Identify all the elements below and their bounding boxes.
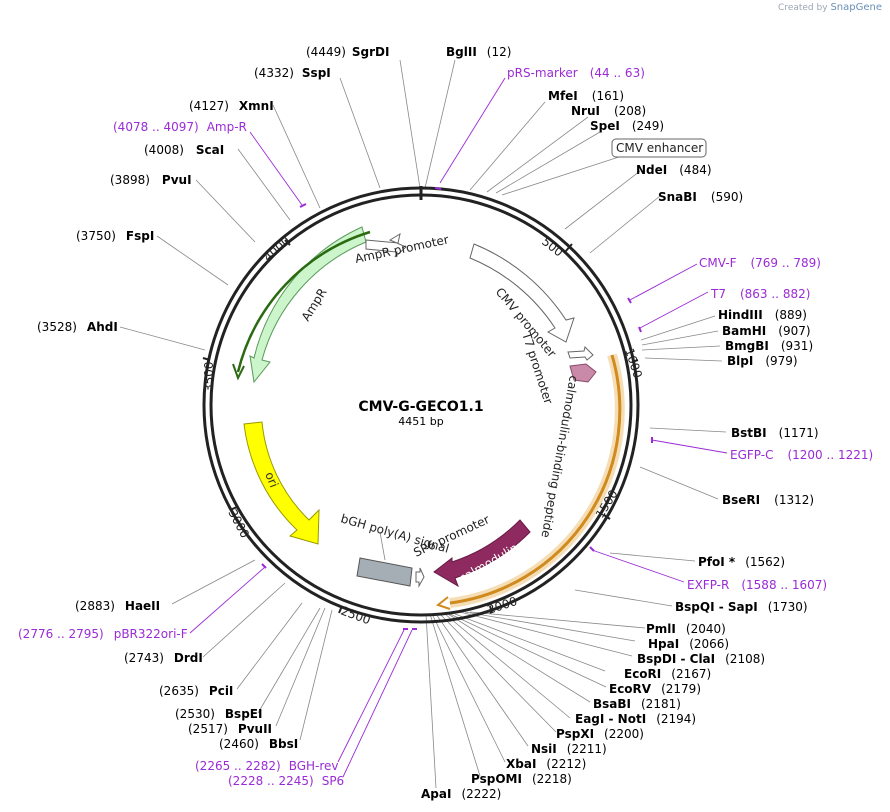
site-pcii[interactable]: (2635)PciI — [159, 684, 233, 698]
tick-3500: 3500 — [202, 361, 216, 392]
primer-leaders — [189, 77, 728, 778]
ampr-label: AmpR — [299, 286, 330, 324]
primers: pRS-marker(44 .. 63) (4078 .. 4097)Amp-R… — [18, 66, 873, 788]
created-by-text: Created by — [778, 3, 828, 13]
ampr-arrow — [249, 226, 367, 384]
site-eagi-noti[interactable]: EagI - NotI(2194) — [575, 712, 696, 726]
site-ndei[interactable]: NdeI(484) — [636, 163, 712, 177]
bgh-polya-box — [356, 557, 413, 587]
features: calmodulin ori — [232, 226, 625, 610]
site-drdi[interactable]: (2743)DrdI — [124, 651, 203, 665]
site-sspi[interactable]: (4332)SspI — [254, 66, 331, 80]
site-bseri[interactable]: BseRI(1312) — [722, 493, 814, 507]
site-bbsi[interactable]: (2460)BbsI — [219, 737, 298, 751]
site-sgrdi[interactable]: (4449)SgrDI — [306, 45, 389, 59]
tick-4000: 4000 — [261, 233, 293, 264]
site-bamhi[interactable]: BamHI(907) — [722, 324, 811, 338]
backbone — [202, 186, 640, 624]
site-bsabi[interactable]: BsaBI(2181) — [593, 697, 681, 711]
sp6-promoter-arrow — [415, 567, 425, 588]
site-pfoi[interactable]: PfoI *(1562) — [698, 555, 785, 569]
site-fspi[interactable]: (3750)FspI — [76, 229, 154, 243]
ampr-orf — [236, 230, 371, 373]
orf-arrow — [449, 354, 622, 605]
site-ahdi[interactable]: (3528)AhdI — [37, 320, 118, 334]
site-bspdi-clai[interactable]: BspDI - ClaI(2108) — [637, 652, 765, 666]
site-bglii[interactable]: BglII(12) — [446, 45, 511, 59]
site-nrui[interactable]: NruI(208) — [571, 104, 646, 118]
feature-labels: CMV enhancer CMV promoter T7 promoter ca… — [299, 138, 707, 560]
restriction-sites: (4449)SgrDI BglII(12) (4332)SspI MfeI(16… — [37, 45, 819, 801]
bgh-polya-label: bGH poly(A) signal — [339, 511, 451, 555]
leader-lines — [119, 59, 727, 789]
primer-prs-marker[interactable]: pRS-marker(44 .. 63) — [507, 66, 645, 80]
ampr-promoter-arrow — [365, 232, 407, 258]
primer-sp6[interactable]: (2228 .. 2245)SP6 — [228, 774, 344, 788]
primer-pbr322ori-f[interactable]: (2776 .. 2795)pBR322ori-F — [18, 627, 188, 641]
plasmid-name: CMV-G-GECO1.1 — [358, 399, 483, 415]
site-apai[interactable]: ApaI(2222) — [421, 787, 501, 801]
site-hpai[interactable]: HpaI(2066) — [648, 637, 729, 651]
site-snabi[interactable]: SnaBI(590) — [658, 190, 743, 204]
tick-marks — [202, 239, 639, 614]
site-bspei[interactable]: (2530)BspEI — [175, 707, 262, 721]
primer-exfp-r[interactable]: EXFP-R(1588 .. 1607) — [687, 578, 827, 592]
site-xbai[interactable]: XbaI(2212) — [506, 757, 586, 771]
primer-bgh-rev[interactable]: (2265 .. 2282)BGH-rev — [195, 759, 339, 773]
primer-cmv-f[interactable]: CMV-F(769 .. 789) — [699, 256, 821, 270]
plasmid-size: 4451 bp — [398, 415, 443, 428]
primer-t7[interactable]: T7(863 .. 882) — [710, 287, 810, 301]
site-bmgbi[interactable]: BmgBI(931) — [725, 339, 813, 353]
calmodulin-arrow — [433, 519, 531, 588]
site-pspxi[interactable]: PspXI(2200) — [556, 727, 644, 741]
site-hindiii[interactable]: HindIII(889) — [718, 308, 807, 322]
ori-arrow — [243, 421, 320, 545]
snapgene-branding: Created by SnapGene — [778, 2, 882, 13]
site-scai[interactable]: (4008)ScaI — [144, 143, 224, 157]
site-pvuii[interactable]: (2517)PvuII — [188, 722, 272, 736]
cmv-enhancer-label: CMV enhancer — [616, 141, 703, 155]
primer-amp-r[interactable]: (4078 .. 4097)Amp-R — [113, 120, 247, 134]
site-blpi[interactable]: BlpI(979) — [727, 354, 798, 368]
primer-egfp-c[interactable]: EGFP-C(1200 .. 1221) — [730, 448, 873, 462]
cmv-enhancer-box — [611, 138, 707, 158]
calmodulin-binding-peptide-arrow — [569, 363, 597, 383]
ori-label: ori — [262, 470, 281, 490]
site-pmli[interactable]: PmlI(2040) — [646, 622, 726, 636]
site-bspqi-sapi[interactable]: BspQI - SapI(1730) — [675, 600, 808, 614]
site-ecorv[interactable]: EcoRV(2179) — [609, 682, 701, 696]
site-pspomi[interactable]: PspOMI(2218) — [471, 772, 572, 786]
ampr-promoter-label: AmpR promoter — [354, 232, 450, 266]
cmv-promoter-arrow — [469, 243, 575, 343]
site-ecori[interactable]: EcoRI(2167) — [624, 667, 711, 681]
site-xmni[interactable]: (4127)XmnI — [189, 99, 274, 113]
site-spei[interactable]: SpeI(249) — [590, 119, 664, 133]
site-nsii[interactable]: NsiI(2211) — [531, 742, 607, 756]
site-mfei[interactable]: MfeI(161) — [548, 89, 624, 103]
site-bstbi[interactable]: BstBI(1171) — [731, 426, 819, 440]
snapgene-logo: SnapGene — [830, 2, 882, 13]
t7-promoter-arrow — [567, 346, 594, 361]
tick-labels: 500 1000 1500 2000 2500 3000 3500 4000 — [202, 233, 645, 627]
primer-marks — [261, 187, 653, 630]
site-pvui[interactable]: (3898)PvuI — [110, 173, 192, 187]
site-haeii[interactable]: (2883)HaeII — [75, 599, 160, 613]
